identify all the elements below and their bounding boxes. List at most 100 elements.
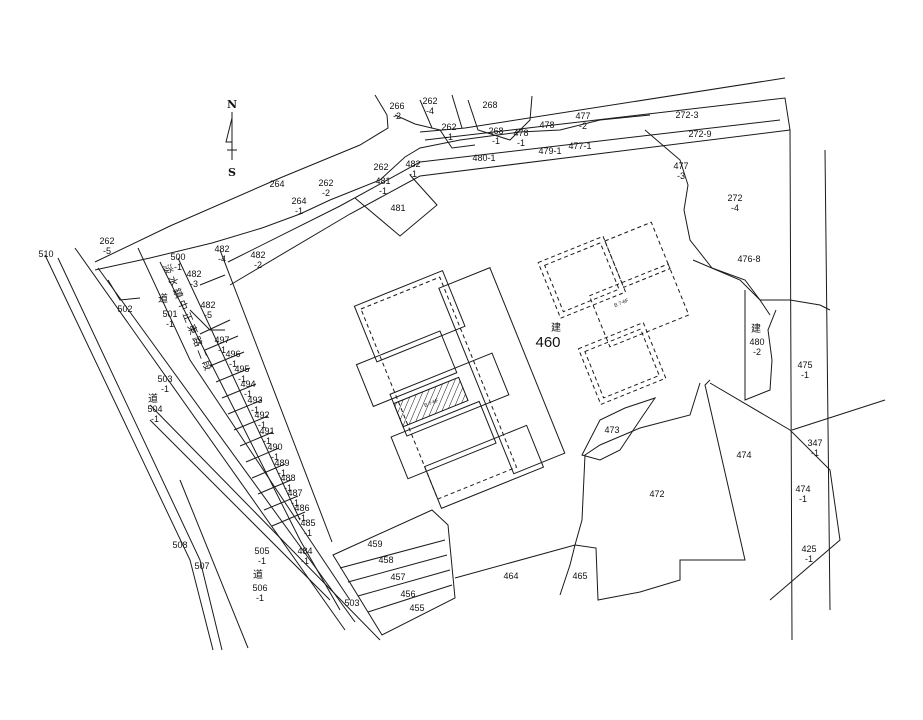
parcel-number-268: 268 <box>482 100 497 110</box>
parcel-subnumber-482_3: -3 <box>190 279 198 289</box>
parcel-number-482_5: 482 <box>200 300 215 310</box>
parcel-number-482_2: 482 <box>250 250 265 260</box>
parcel-number-264_1: 264 <box>291 196 306 206</box>
parcel-subnumber-262_5: -5 <box>103 246 111 256</box>
parcel-subnumber-480_2: -2 <box>753 347 761 357</box>
parcel-subnumber-347_1: -1 <box>811 448 819 458</box>
compass-south: S <box>228 166 236 179</box>
parcel-number-472: 472 <box>649 489 664 499</box>
parcel-subnumber-491_1: -1 <box>263 436 271 446</box>
parcel-number-272_3: 272-3 <box>675 110 698 120</box>
parcel-number-493_1: 493 <box>247 395 262 405</box>
parcel-subnumber-484_1: -1 <box>301 556 309 566</box>
parcel-number-474: 474 <box>736 450 751 460</box>
north-arrow-icon: N S <box>225 98 237 179</box>
parcel-number-272_9: 272-9 <box>688 129 711 139</box>
parcel-subnumber-482_5: -5 <box>204 310 212 320</box>
parcel-number-458: 458 <box>378 555 393 565</box>
parcel-number-479_1: 479-1 <box>538 146 561 156</box>
building-main-label: B 7-6F <box>423 398 439 409</box>
building-mark: 建 <box>551 321 561 334</box>
building-east: B 7-6F <box>537 221 690 406</box>
parcel-number-425_1: 425 <box>801 544 816 554</box>
parcel-number-490_1: 490 <box>267 442 282 452</box>
parcel-subnumber-495_1: -1 <box>238 374 246 384</box>
parcel-subnumber-268_1: -1 <box>492 136 500 146</box>
parcel-subnumber-493_1: -1 <box>251 405 259 415</box>
parcel-subnumber-482_1: -1 <box>409 169 417 179</box>
parcel-subnumber-490_1: -1 <box>271 452 279 462</box>
parcel-subnumber-494_1: -1 <box>244 389 252 399</box>
parcel-number-502: 502 <box>117 304 132 314</box>
parcel-subnumber-474_1: -1 <box>799 494 807 504</box>
parcel-number-262_4: 262 <box>422 96 437 106</box>
parcel-number-503: 503 <box>344 598 359 608</box>
parcel-subnumber-497_1: -1 <box>218 345 226 355</box>
building-east-label: B 7-6F <box>613 298 629 309</box>
parcel-subnumber-496_1: -1 <box>229 359 237 369</box>
parcel-subnumber-503_1: -1 <box>161 384 169 394</box>
parcel-number-272_4: 272 <box>727 193 742 203</box>
parcel-subnumber-489_1: -1 <box>278 468 286 478</box>
parcel-number-481: 481 <box>390 203 405 213</box>
parcel-number-508: 508 <box>172 540 187 550</box>
parcel-number-477_3: 477 <box>673 161 688 171</box>
compass-north: N <box>227 98 237 111</box>
parcel-number-487_1: 487 <box>287 488 302 498</box>
parcel-subnumber-481_1: -1 <box>379 186 387 196</box>
parcel-number-482_3: 482 <box>186 269 201 279</box>
parcel-number-506_1: 506 <box>252 583 267 593</box>
parcel-number-505_1: 505 <box>254 546 269 556</box>
parcel-number-489_1: 489 <box>274 458 289 468</box>
parcel-number-480_1: 480-1 <box>472 153 495 163</box>
parcel-number-475_1: 475 <box>797 360 812 370</box>
road-mark: 道 <box>253 568 263 581</box>
parcel-number-347_1: 347 <box>807 438 822 448</box>
parcel-number-507: 507 <box>194 561 209 571</box>
parcel-labels: 266-2262-4268262-1268-1478-1478477-2272-… <box>38 96 822 613</box>
parcel-number-268_1: 268 <box>488 126 503 136</box>
parcel-subnumber-487_1: -1 <box>291 498 299 508</box>
parcel-number-457: 457 <box>390 572 405 582</box>
parcel-subnumber-501_1: -1 <box>166 319 174 329</box>
parcel-number-497_1: 497 <box>214 335 229 345</box>
parcel-number-456: 456 <box>400 589 415 599</box>
parcel-subnumber-262_4: -4 <box>426 106 434 116</box>
parcel-subnumber-500_1: -1 <box>174 262 182 272</box>
parcel-number-473: 473 <box>604 425 619 435</box>
parcel-subnumber-266_2: -2 <box>393 111 401 121</box>
parcel-subnumber-485_1: -1 <box>304 528 312 538</box>
parcel-number-496_1: 496 <box>225 349 240 359</box>
parcel-subnumber-475_1: -1 <box>801 370 809 380</box>
parcel-subnumber-482_4: -4 <box>218 254 226 264</box>
parcel-subnumber-478_1: -1 <box>517 138 525 148</box>
parcel-number-495_1: 495 <box>234 364 249 374</box>
parcel-number-478: 478 <box>539 120 554 130</box>
parcel-number-476_8: 476-8 <box>737 254 760 264</box>
parcel-number-459: 459 <box>367 539 382 549</box>
parcel-number-464: 464 <box>503 571 518 581</box>
parcel-number-477_1: 477-1 <box>568 141 591 151</box>
parcel-subnumber-482_2: -2 <box>254 260 262 270</box>
parcel-number-485_1: 485 <box>300 518 315 528</box>
parcel-number-474_1: 474 <box>795 484 810 494</box>
parcel-number-460: 460 <box>535 334 560 351</box>
parcel-number-262_2: 262 <box>318 178 333 188</box>
parcel-subnumber-505_1: -1 <box>258 556 266 566</box>
road-mark: 道 <box>148 392 158 405</box>
parcel-subnumber-264_1: -1 <box>295 206 303 216</box>
parcel-number-504_1: 504 <box>147 404 162 414</box>
parcel-number-486_1: 486 <box>294 503 309 513</box>
parcel-subnumber-262_1: -1 <box>445 132 453 142</box>
parcel-subnumber-425_1: -1 <box>805 554 813 564</box>
parcel-boundaries <box>44 77 886 651</box>
parcel-number-488_1: 488 <box>280 473 295 483</box>
parcel-subnumber-262_2: -2 <box>322 188 330 198</box>
parcel-number-480_2: 480 <box>749 337 764 347</box>
parcel-subnumber-504_1: -1 <box>151 414 159 424</box>
parcel-subnumber-492_1: -1 <box>258 420 266 430</box>
parcel-number-481_1: 481 <box>375 176 390 186</box>
parcel-number-455: 455 <box>409 603 424 613</box>
parcel-number-492_1: 492 <box>254 410 269 420</box>
